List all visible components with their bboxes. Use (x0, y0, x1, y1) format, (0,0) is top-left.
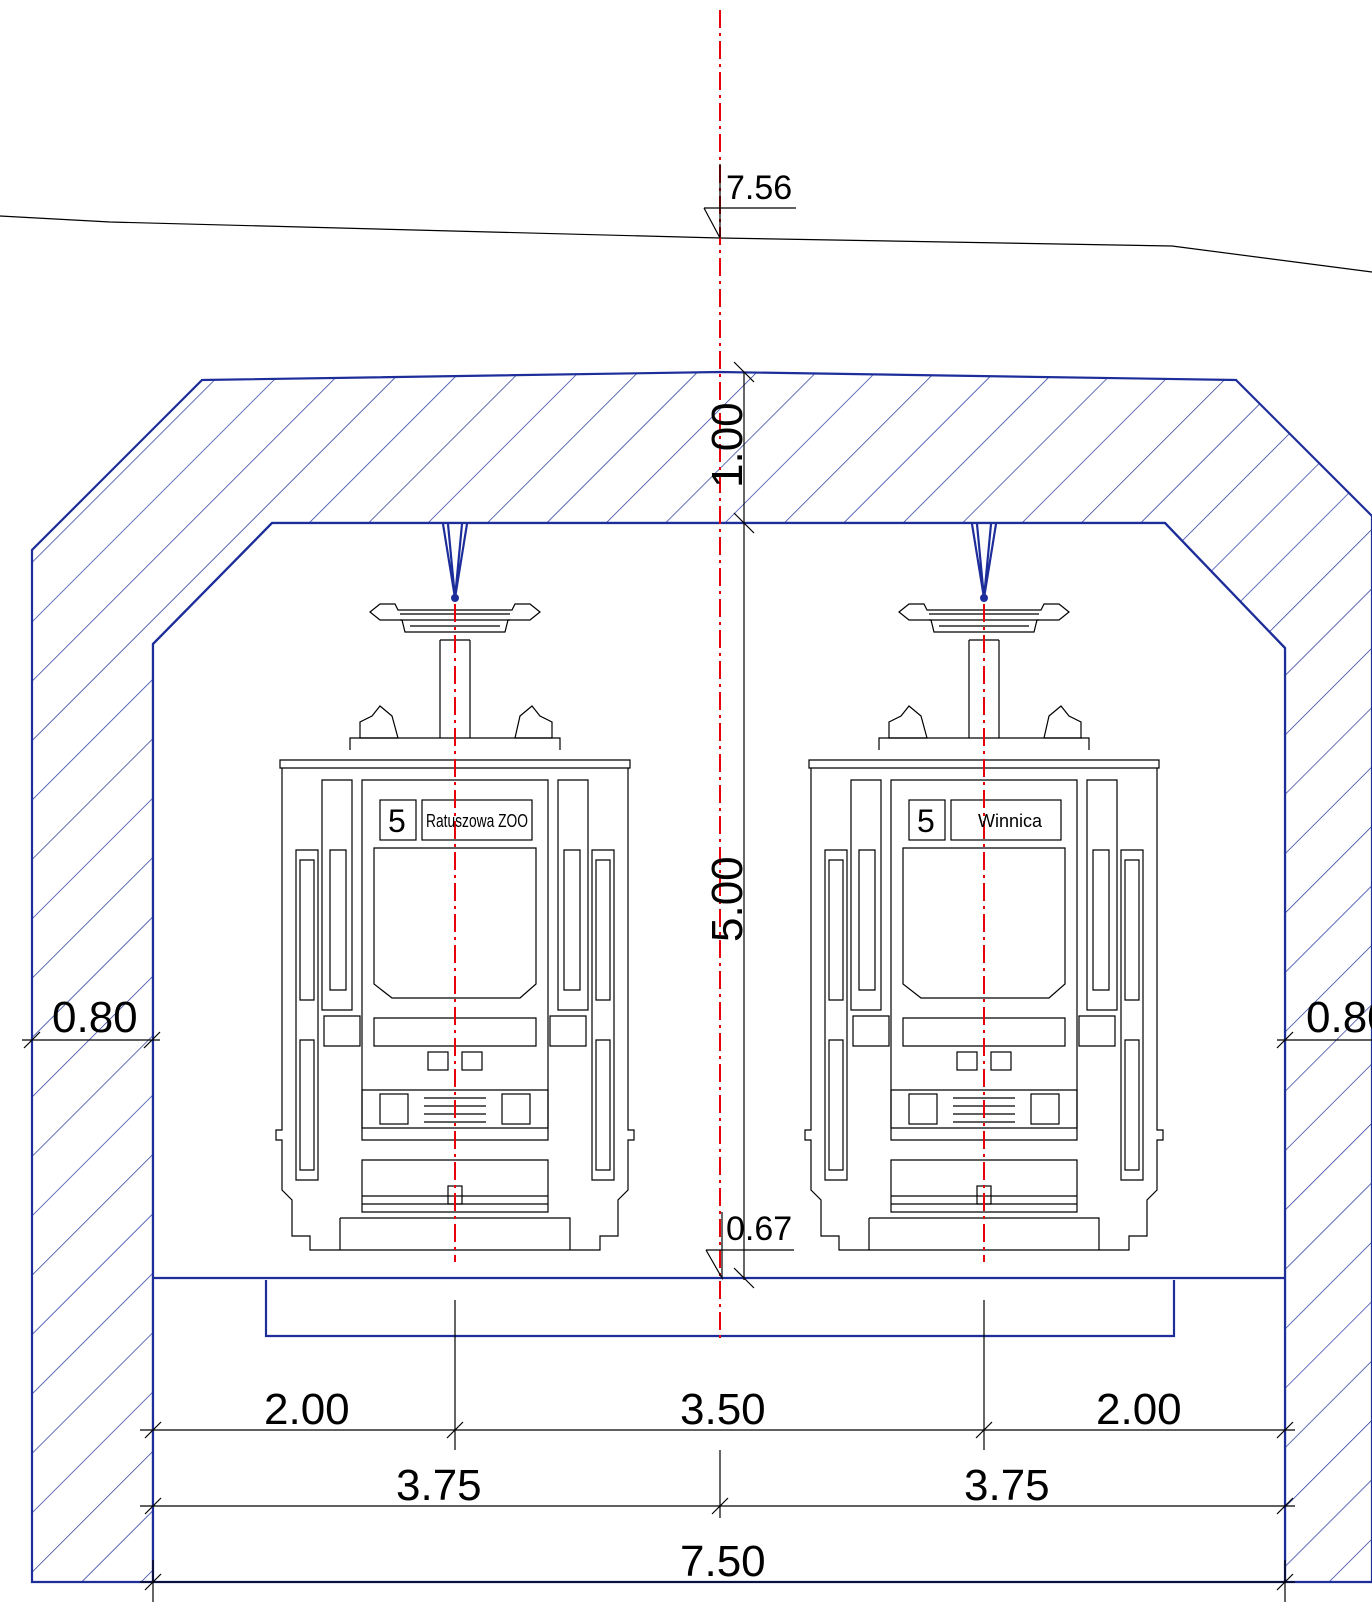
track-spacing-label: 3.50 (680, 1385, 766, 1434)
ground-line (0, 215, 1372, 273)
side-right-label: 2.00 (1096, 1385, 1182, 1434)
tunnel-interior (154, 524, 1284, 1580)
dimension-row-1: 2.00 3.50 2.00 (140, 1385, 1295, 1439)
tram-right-line-number: 5 (917, 803, 935, 839)
tunnel-inner-outline (151, 521, 1287, 1582)
ground-elevation-label: 7.56 (726, 169, 792, 207)
roof-thickness-label: 1.00 (703, 402, 752, 488)
wall-left-dimension: 0.80 (22, 993, 161, 1049)
tram-left-destination: Ratuszowa ZOO (426, 811, 528, 831)
side-left-label: 2.00 (264, 1385, 350, 1434)
clear-height-label: 5.00 (703, 856, 752, 942)
wall-right-dimension: 0.80 (1276, 993, 1372, 1049)
roof-thickness-dimension: 1.00 5.00 (703, 361, 755, 1289)
wall-right-label: 0.80 (1306, 993, 1372, 1042)
rail-elevation-marker: 0.67 (705, 1210, 794, 1281)
rail-elevation-label: 0.67 (726, 1210, 792, 1248)
total-width-label: 7.50 (680, 1537, 766, 1586)
wall-left-label: 0.80 (52, 993, 138, 1042)
half-left-label: 3.75 (396, 1461, 482, 1510)
dimension-row-2: 3.75 3.75 (140, 1461, 1295, 1515)
half-right-label: 3.75 (964, 1461, 1050, 1510)
tram-left-line-number: 5 (388, 803, 406, 839)
tram-left: 5 Ratuszowa ZOO (275, 523, 635, 1262)
ground-elevation-marker: 7.56 (703, 164, 796, 239)
tram-right-destination: Winnica (978, 811, 1043, 831)
tram-right: 5 Winnica (803, 522, 1165, 1262)
dimension-row-3: 7.50 (140, 1537, 1295, 1602)
